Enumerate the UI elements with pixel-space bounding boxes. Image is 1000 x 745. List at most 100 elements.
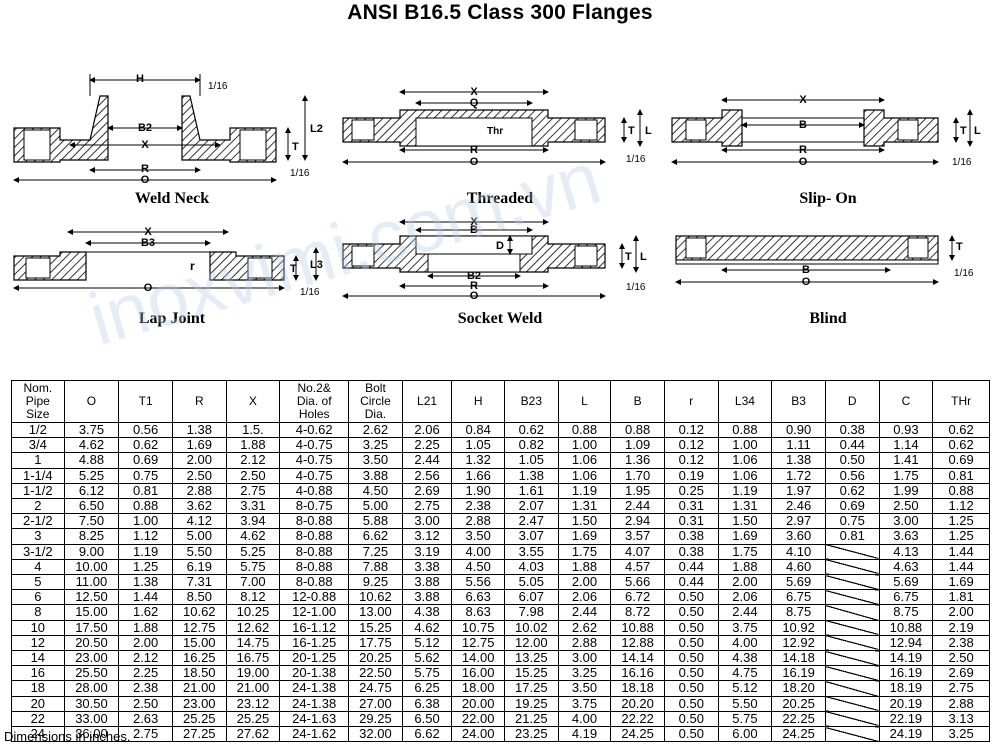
table-cell: 4.63 — [878, 558, 934, 576]
table-cell: 20 — [11, 695, 65, 712]
table-cell: 2.94 — [610, 513, 665, 530]
table-cell: 5.25 — [63, 467, 120, 484]
table-cell: 18.19 — [878, 680, 934, 697]
table-cell: 1 — [11, 452, 65, 469]
slip-on-label-l: L — [974, 125, 981, 137]
table-cell: 8 — [11, 604, 65, 621]
table-cell — [824, 726, 880, 743]
table-cell: 1.69 — [717, 528, 773, 545]
table-cell: 1.06 — [557, 452, 612, 469]
table-cell: 1.11 — [771, 437, 826, 454]
table-cell: 1.38 — [771, 452, 826, 469]
table-cell: 16.19 — [771, 665, 826, 682]
table-cell: 19.25 — [504, 695, 559, 712]
table-cell: 0.38 — [663, 543, 719, 560]
table-cell: 1.00 — [717, 437, 773, 454]
table-cell: 4-0.75 — [279, 437, 350, 454]
table-cell: 0.75 — [824, 513, 880, 530]
table-cell: 3.50 — [348, 452, 403, 469]
table-cell: 1.12 — [118, 528, 173, 545]
table-cell: 13.25 — [504, 650, 559, 667]
column-header: B — [610, 380, 665, 423]
table-cell — [824, 695, 880, 712]
table-cell: 2.46 — [771, 498, 826, 515]
table-cell: 3.55 — [504, 543, 559, 560]
table-cell: 11.00 — [63, 574, 120, 591]
table-cell: 0.56 — [824, 467, 880, 484]
table-cell: 3.19 — [401, 543, 453, 560]
table-cell: 2.00 — [717, 574, 773, 591]
table-cell: 1.44 — [932, 558, 990, 576]
table-cell: 2.38 — [932, 634, 990, 652]
table-cell: 0.69 — [824, 498, 880, 515]
table-cell: 1.44 — [932, 543, 990, 560]
threaded-label-1-16: 1/16 — [626, 154, 646, 165]
table-cell: 27.25 — [171, 726, 227, 743]
table-cell: 28.00 — [63, 680, 120, 697]
table-cell: 17.50 — [63, 619, 120, 636]
table-cell: 6.62 — [348, 528, 403, 545]
table-cell: 0.44 — [663, 558, 719, 576]
table-cell: 6.07 — [504, 589, 559, 606]
table-cell: 1.95 — [610, 482, 665, 500]
table-cell: 0.84 — [451, 421, 505, 439]
figure-label-blind: Blind — [809, 310, 847, 327]
table-cell: 3.38 — [401, 558, 453, 576]
blind-label-t: T — [956, 241, 963, 253]
table-cell: 24.25 — [610, 726, 665, 743]
table-cell: 1.25 — [932, 513, 990, 530]
table-cell: 16.25 — [171, 650, 227, 667]
table-cell: 24.75 — [348, 680, 403, 697]
table-cell: 5.66 — [610, 574, 665, 591]
table-cell: 20.20 — [610, 695, 665, 712]
table-cell: 3.25 — [557, 665, 612, 682]
table-cell: 32.00 — [348, 726, 403, 743]
table-cell: 7.88 — [348, 558, 403, 576]
blind-label-b: B — [802, 264, 810, 276]
table-cell: 0.50 — [663, 650, 719, 667]
table-cell: 0.50 — [663, 665, 719, 682]
socket-label-l: L — [640, 251, 647, 263]
threaded-label-x: X — [470, 86, 478, 98]
table-cell: 4.38 — [401, 604, 453, 621]
table-cell: 4.07 — [610, 543, 665, 560]
table-cell: 2.75 — [401, 498, 453, 515]
table-cell: 3.88 — [348, 467, 403, 484]
table-cell: 24-1.38 — [279, 695, 350, 712]
figure-label-slip-on: Slip- On — [799, 190, 857, 207]
table-cell: 27.62 — [225, 726, 281, 743]
table-cell: 4.00 — [717, 634, 773, 652]
table-cell: 5.00 — [171, 528, 227, 545]
lap-label-b3: B3 — [141, 237, 155, 249]
table-cell: 10.62 — [171, 604, 227, 621]
table-cell: 3.88 — [401, 574, 453, 591]
table-cell — [824, 619, 880, 636]
table-cell: 12 — [11, 634, 65, 652]
table-cell: 21.00 — [171, 680, 227, 697]
table-cell: 1.06 — [717, 452, 773, 469]
table-cell: 16.00 — [451, 665, 505, 682]
table-cell: 10.02 — [504, 619, 559, 636]
table-cell: 1.44 — [118, 589, 173, 606]
table-cell: 2.50 — [118, 695, 173, 712]
table-cell: 6.63 — [451, 589, 505, 606]
table-cell: 3-1/2 — [11, 543, 65, 560]
table-cell: 1.75 — [557, 543, 612, 560]
table-cell: 8.63 — [451, 604, 505, 621]
table-cell: 20-1.25 — [279, 650, 350, 667]
lap-label-l3: L3 — [310, 259, 323, 271]
column-header: r — [663, 380, 719, 423]
table-cell: 0.12 — [663, 437, 719, 454]
table-cell: 1.05 — [451, 437, 505, 454]
table-cell: 3.07 — [504, 528, 559, 545]
table-cell — [824, 543, 880, 560]
table-cell: 2 — [11, 498, 65, 515]
column-header: X — [225, 380, 281, 423]
table-cell: 4.88 — [63, 452, 120, 469]
table-cell: 9.00 — [63, 543, 120, 560]
table-cell: 12.94 — [878, 634, 934, 652]
table-cell: 3.00 — [557, 650, 612, 667]
